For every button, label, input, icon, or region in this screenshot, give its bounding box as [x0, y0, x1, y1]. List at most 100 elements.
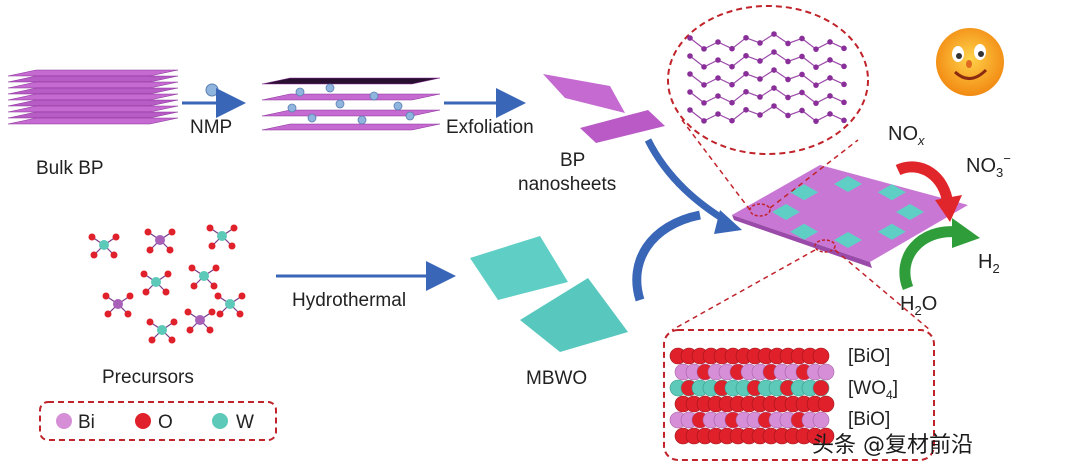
- bp-atom: [687, 107, 693, 113]
- bulk-bp-layer: [7, 105, 179, 113]
- precursor-oxygen: [88, 233, 96, 241]
- precursor-oxygen: [216, 310, 224, 318]
- curved-arrow-lower: [632, 210, 701, 302]
- bp-atom: [743, 88, 749, 95]
- precursor-oxygen: [236, 310, 244, 318]
- precursor-molecule: [188, 264, 220, 290]
- bp-atom: [771, 103, 777, 109]
- bp-atom: [729, 63, 735, 70]
- nmp-label: NMP: [190, 117, 232, 138]
- bp-nanosheets-label-line2: nanosheets: [518, 174, 616, 195]
- exfoliation-label: Exfoliation: [446, 117, 534, 138]
- precursor-oxygen: [212, 264, 220, 272]
- bp-atom: [785, 112, 791, 119]
- precursor-oxygen: [140, 270, 148, 278]
- bulk-bp-layer: [7, 81, 179, 89]
- mbwo-sheet-bottom: [520, 278, 628, 352]
- bp-atom: [757, 94, 763, 100]
- intercalated-layer: [261, 77, 441, 85]
- precursor-center: [99, 240, 109, 250]
- bp-atom: [715, 93, 721, 99]
- precursor-oxygen: [190, 282, 198, 290]
- bp-atom: [757, 40, 763, 46]
- legend-w-label: W: [236, 412, 254, 433]
- bp-nanosheet-top: [543, 74, 625, 113]
- bp-atom: [813, 100, 819, 106]
- zoom-spot-mbwo: [814, 239, 836, 253]
- mbwo-patch: [834, 176, 862, 192]
- nmp-molecule: [307, 113, 317, 123]
- nmp-molecule: [295, 87, 305, 97]
- legend-bi-label: Bi: [78, 412, 95, 433]
- bp-atom: [715, 75, 721, 81]
- bp-atom: [757, 112, 763, 118]
- bp-atom: [729, 45, 735, 52]
- precursor-molecule: [140, 270, 172, 296]
- mbwo-patch: [877, 184, 906, 201]
- bp-atom: [841, 99, 847, 106]
- mbwo-patch: [790, 223, 819, 240]
- bulk-bp-label: Bulk BP: [36, 158, 104, 179]
- bp-atom: [813, 118, 819, 124]
- bp-atom: [743, 34, 749, 41]
- bp-atom: [729, 99, 735, 106]
- crystal-atom: [812, 411, 830, 429]
- bp-atom: [771, 67, 777, 73]
- nmp-molecule: [287, 103, 297, 113]
- precursor-oxygen: [110, 251, 118, 259]
- bp-nanosheet-bottom: [580, 110, 665, 143]
- precursor-center: [113, 299, 123, 309]
- watermark: 头条 @复材前沿: [812, 433, 973, 458]
- bp-atom: [701, 46, 707, 52]
- precursor-oxygen: [238, 292, 246, 300]
- curved-arrow-upper: [644, 138, 730, 225]
- bp-atom: [715, 111, 721, 117]
- bulk-bp-layer: [7, 99, 179, 107]
- nmp-molecule: [335, 99, 345, 109]
- mbwo-patch: [896, 204, 924, 220]
- bp-atom: [827, 57, 833, 63]
- bp-atom: [701, 100, 707, 106]
- precursor-oxygen: [186, 326, 194, 334]
- legend-bi-swatch: [56, 413, 72, 429]
- precursor-molecule: [102, 292, 134, 318]
- bp-nanosheets-label-line1: BP: [560, 150, 585, 171]
- nmp-molecule: [357, 115, 367, 125]
- composite-plate-edge: [732, 215, 872, 268]
- bp-atom: [743, 52, 749, 59]
- precursor-oxygen: [170, 318, 178, 326]
- precursor-molecule: [88, 233, 120, 259]
- precursor-oxygen: [104, 310, 112, 318]
- bp-atom: [687, 53, 693, 59]
- crystal-atom: [812, 347, 830, 365]
- h2-reaction-arrow: [899, 226, 959, 291]
- precursor-molecule: [146, 318, 178, 344]
- bp-atom: [729, 117, 735, 124]
- bp-atom: [799, 89, 805, 96]
- zoom-line-3: [671, 249, 816, 331]
- mbwo-patch: [877, 223, 906, 240]
- bp-atom: [701, 82, 707, 88]
- nox-reaction-arrow-head: [935, 195, 962, 222]
- legend-box: [39, 401, 277, 441]
- bp-atom: [771, 31, 777, 37]
- precursor-oxygen: [168, 336, 176, 344]
- precursor-oxygen: [228, 242, 236, 250]
- nox-label: NOx: [888, 123, 925, 148]
- mbwo-patch: [790, 184, 819, 201]
- zoom-line-2: [769, 139, 859, 209]
- nmp-molecule: [405, 111, 415, 121]
- precursor-molecules: [88, 224, 246, 344]
- layer-wo4: [WO4]: [848, 378, 898, 402]
- precursor-oxygen: [102, 292, 110, 300]
- precursors-label: Precursors: [102, 367, 194, 388]
- precursor-oxygen: [214, 292, 222, 300]
- bp-atom: [715, 39, 721, 45]
- bulk-bp-layer: [7, 117, 179, 125]
- precursor-oxygen: [206, 224, 214, 232]
- bp-atom: [785, 40, 791, 47]
- bp-atom: [757, 58, 763, 64]
- bp-atom: [771, 85, 777, 91]
- intercalated-layer: [261, 123, 441, 131]
